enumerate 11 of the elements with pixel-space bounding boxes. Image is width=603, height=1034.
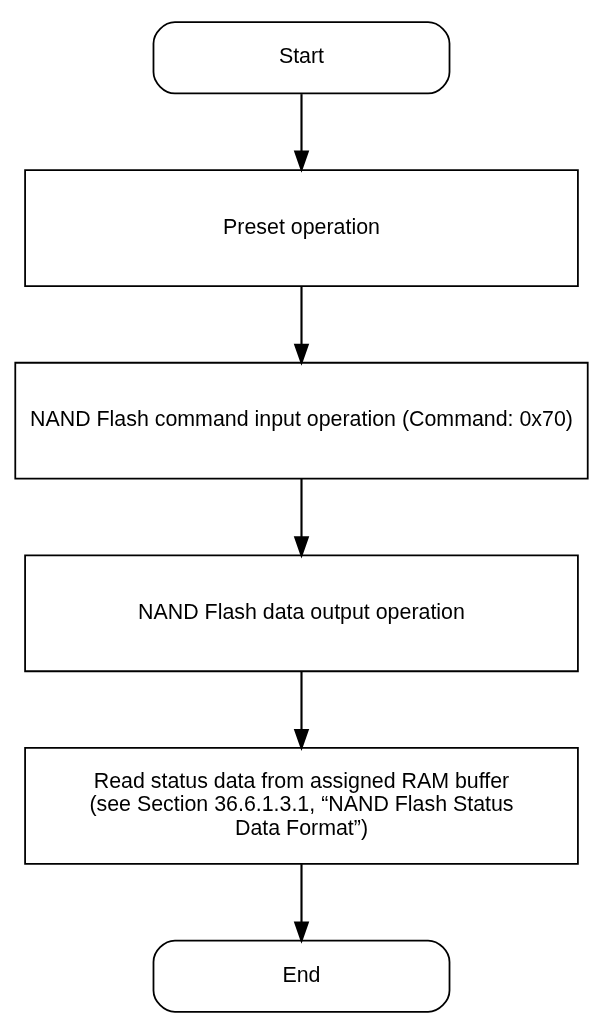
arrow [293,94,310,173]
arrow [293,864,310,944]
node-box: End [152,939,451,1013]
node-box: Start [152,21,451,95]
node-box: NAND Flash data output operation [24,554,579,673]
arrow [293,671,310,752]
node-box: Preset operation [24,169,579,287]
node-box: NAND Flash command input operation (Command: 0x70) [14,361,589,480]
arrow [293,478,310,559]
arrow [293,286,310,366]
node-box: Read status data from assigned RAM buffer (see Section 36.6.1.3.1, “NAND Flash Status Data Format”) [24,747,579,865]
